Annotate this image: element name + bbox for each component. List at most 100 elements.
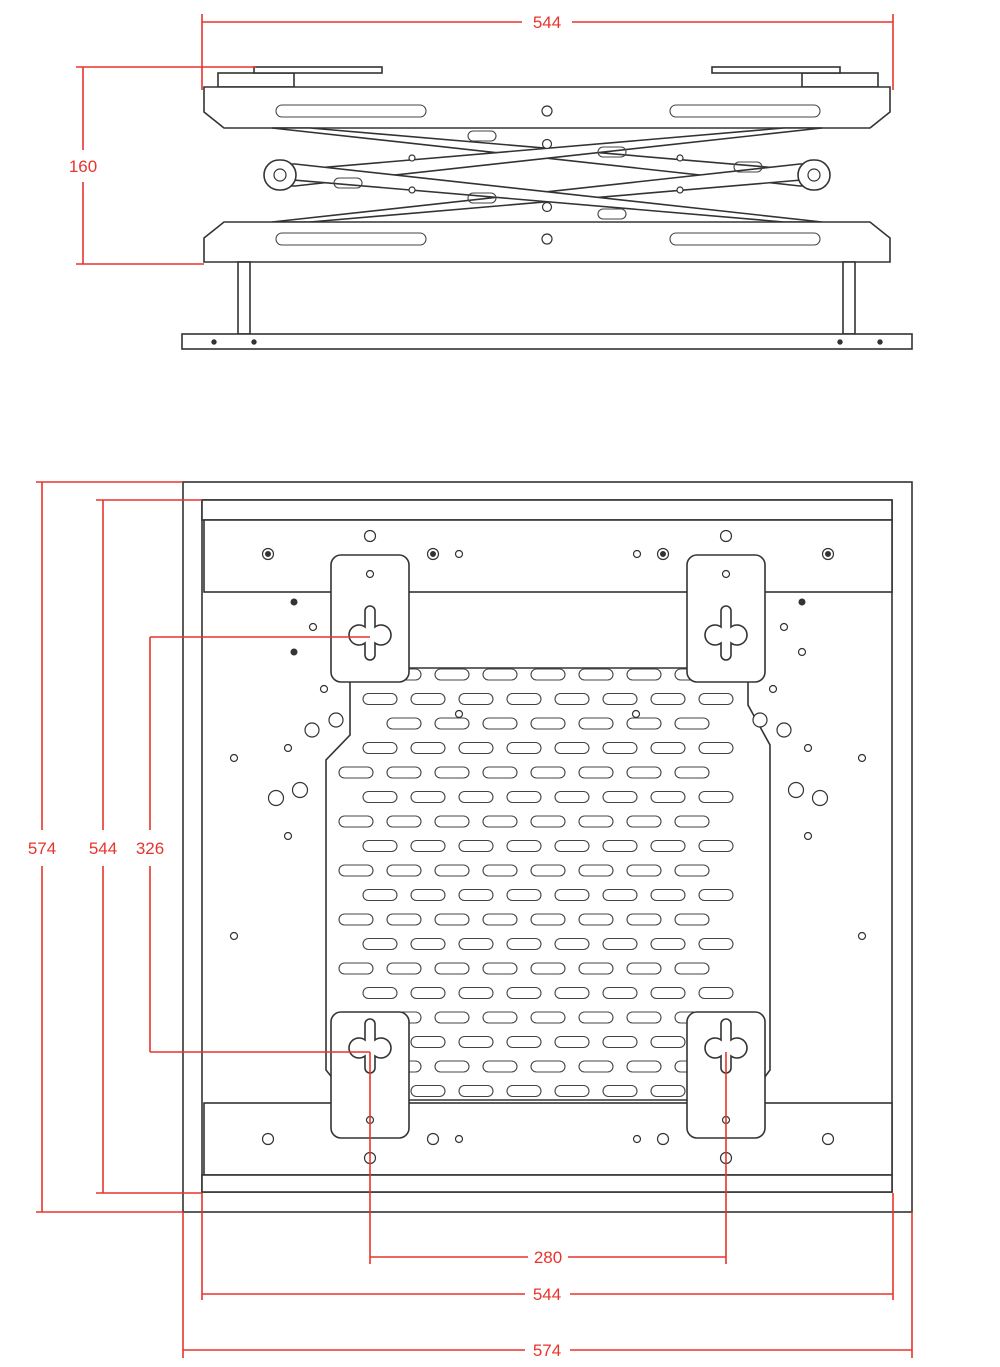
- arm-slot: [333, 177, 363, 189]
- dim-label-544-vertical: 544: [89, 839, 117, 858]
- perforation-slot: [530, 864, 566, 877]
- perforation-slot: [506, 888, 542, 902]
- perforation-slot: [434, 1060, 470, 1073]
- scissor-mechanism: [263, 127, 831, 223]
- perforation-slot: [674, 864, 710, 877]
- keyhole-slot: [348, 605, 392, 661]
- perforation-slot: [410, 1084, 446, 1098]
- perforation-slot: [674, 717, 710, 730]
- perforation-slot: [554, 888, 590, 902]
- perforation-slot: [458, 839, 494, 853]
- perforation-slot: [338, 815, 374, 828]
- perforation-slot: [626, 717, 662, 730]
- perforation-slot: [674, 962, 710, 975]
- arm-slot: [467, 130, 497, 142]
- perforation-slot: [386, 815, 422, 828]
- perforation-slot: [530, 962, 566, 975]
- perforation-slot: [410, 692, 446, 706]
- perforation-slot: [338, 766, 374, 779]
- perforation-slot: [458, 692, 494, 706]
- perforation-slot: [602, 839, 638, 853]
- perforation-slot: [434, 913, 470, 926]
- base-hole: [837, 339, 843, 345]
- perforation-slot: [410, 937, 446, 951]
- perforation-slot: [578, 766, 614, 779]
- top-pad-left: [217, 72, 295, 88]
- perforation-slot: [386, 717, 422, 730]
- perforation-slot: [506, 1035, 542, 1049]
- keyhole-slot: [704, 1018, 748, 1074]
- dim-label-544-top: 544: [533, 13, 561, 32]
- arm-pin: [676, 154, 684, 162]
- perforation-slot: [506, 839, 542, 853]
- pivot-pin-left: [273, 168, 287, 182]
- perforation-slot: [554, 790, 590, 804]
- arm-slot: [597, 208, 627, 220]
- perforation-slot: [458, 741, 494, 755]
- perforation-slot: [578, 668, 614, 681]
- perforation-slot: [674, 815, 710, 828]
- arm-slot: [733, 161, 763, 173]
- perforation-slot: [458, 1084, 494, 1098]
- perforation-slot: [554, 1084, 590, 1098]
- dim-label-160: 160: [69, 157, 97, 176]
- dim-label-326: 326: [136, 839, 164, 858]
- perforation-slot: [458, 986, 494, 1000]
- dim-label-574-horizontal: 574: [533, 1341, 561, 1360]
- perforation-slot: [386, 913, 422, 926]
- perforation-slot: [578, 1060, 614, 1073]
- perforation-slot: [650, 1035, 686, 1049]
- dim-280-horizontal: 280: [369, 1052, 727, 1267]
- perforation-slot: [530, 668, 566, 681]
- arm-pin: [541, 201, 553, 213]
- base-plate: [181, 333, 913, 350]
- perforation-slot: [530, 913, 566, 926]
- perforation-slot: [602, 937, 638, 951]
- perforation-slot: [410, 839, 446, 853]
- perforation-slot: [554, 692, 590, 706]
- perforation-slot: [482, 962, 518, 975]
- perforation-slot: [626, 913, 662, 926]
- perforation-slot: [482, 1011, 518, 1024]
- perforation-slot: [410, 790, 446, 804]
- perforation-slot: [386, 864, 422, 877]
- top-rail-lip: [201, 499, 893, 521]
- perforation-slot: [434, 815, 470, 828]
- perforation-slot: [698, 986, 734, 1000]
- perforation-slot: [626, 766, 662, 779]
- top-rail-left: [253, 66, 383, 74]
- dim-544-top: 544: [201, 13, 894, 90]
- perforation-slot: [602, 986, 638, 1000]
- bottom-slot-left: [275, 232, 427, 246]
- perforation-slot: [698, 937, 734, 951]
- perforation-slot: [362, 888, 398, 902]
- perforation-slot: [650, 1084, 686, 1098]
- perforation-slot: [386, 766, 422, 779]
- perforation-slot: [602, 1084, 638, 1098]
- base-hole: [877, 339, 883, 345]
- perforation-slot: [482, 913, 518, 926]
- perforation-slot: [506, 692, 542, 706]
- perforation-slot: [362, 741, 398, 755]
- perforation-slot: [506, 986, 542, 1000]
- base-hole: [211, 339, 217, 345]
- dim-160-height: 160: [69, 66, 256, 265]
- arm-slot: [467, 192, 497, 204]
- perforation-slot: [602, 790, 638, 804]
- dim-326-vertical: 326: [136, 636, 370, 1053]
- perforation-slot: [578, 864, 614, 877]
- leg-right: [842, 261, 856, 335]
- keyhole-slot: [348, 1018, 392, 1074]
- dim-label-574-vertical: 574: [28, 839, 56, 858]
- perforation-slot: [434, 864, 470, 877]
- perforation-slot: [602, 692, 638, 706]
- perforation-slot: [602, 888, 638, 902]
- perforation-slot: [554, 986, 590, 1000]
- perforation-slot: [458, 1035, 494, 1049]
- perforation-slot: [626, 815, 662, 828]
- perforation-slot: [698, 692, 734, 706]
- side-holes: [229, 598, 867, 941]
- perforation-slot: [410, 1035, 446, 1049]
- bracket-hole: [365, 569, 375, 579]
- top-pad-right: [801, 72, 879, 88]
